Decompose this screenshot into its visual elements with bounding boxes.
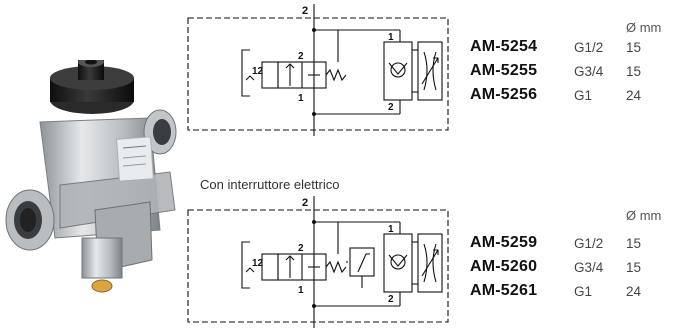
module-port-1-label: 1 [388, 32, 394, 43]
table-row: AM-5259 G1/2 15 [470, 234, 680, 254]
model-code: AM-5256 [470, 86, 538, 103]
thread-size: G1/2 [574, 236, 604, 251]
diameter-value: 24 [626, 88, 642, 103]
table-row: AM-5255 G3/4 15 [470, 62, 680, 82]
thread-size: G1 [574, 284, 593, 299]
thread-size: G3/4 [574, 260, 604, 275]
schematic-bottom: 2 2 1 12 1 2 [187, 196, 449, 328]
diameter-header: Ø mm [626, 208, 662, 223]
table-row: AM-5254 G1/2 15 [470, 38, 680, 58]
table-row: AM-5261 G1 24 [470, 282, 680, 302]
diameter-value: 24 [626, 284, 642, 299]
model-code: AM-5261 [470, 282, 538, 299]
table-row: AM-5260 G3/4 15 [470, 258, 680, 278]
model-code: AM-5255 [470, 62, 538, 79]
port-top-label: 2 [302, 5, 308, 17]
thread-size: G3/4 [574, 64, 604, 79]
diameter-header: Ø mm [626, 20, 662, 35]
valve-port-2-label: 2 [298, 243, 304, 254]
model-code: AM-5254 [470, 38, 538, 55]
port-top-label: 2 [302, 197, 308, 209]
model-code: AM-5259 [470, 234, 538, 251]
module-port-2-label: 2 [388, 102, 394, 113]
model-code: AM-5260 [470, 258, 538, 275]
pilot-12-label: 12 [252, 258, 264, 269]
product-photo [5, 60, 177, 293]
module-port-1-label: 1 [388, 224, 394, 235]
diameter-value: 15 [626, 236, 642, 251]
module-port-2-label: 2 [388, 294, 394, 305]
table-row: AM-5256 G1 24 [470, 86, 680, 106]
pilot-12-label: 12 [252, 66, 264, 77]
diameter-value: 15 [626, 40, 642, 55]
thread-size: G1/2 [574, 40, 604, 55]
diameter-value: 15 [626, 260, 642, 275]
diameter-value: 15 [626, 64, 642, 79]
schematic-top: 2 2 1 12 1 2 [187, 4, 449, 136]
thread-size: G1 [574, 88, 593, 103]
electric-switch-caption: Con interruttore elettrico [200, 177, 340, 192]
valve-port-1-label: 1 [298, 93, 304, 104]
valve-port-2-label: 2 [298, 51, 304, 62]
valve-port-1-label: 1 [298, 285, 304, 296]
